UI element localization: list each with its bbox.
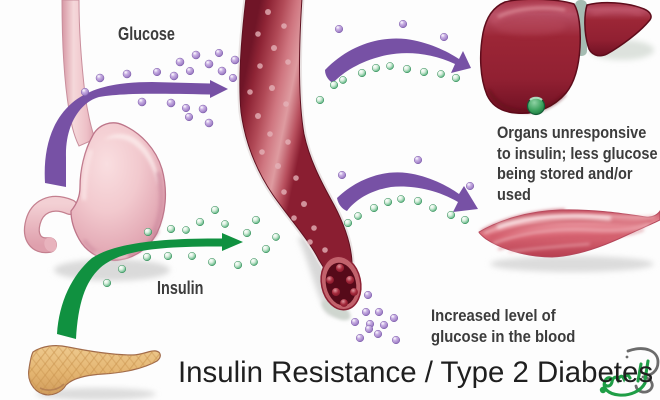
blood-note: Increased level of glucose in the blood: [431, 306, 575, 347]
watermark-logo: [599, 347, 660, 397]
organs-note-line: used: [497, 185, 531, 204]
red-blood-cells: [326, 263, 358, 307]
organs-note-line: being stored and/or: [497, 165, 633, 183]
stomach-illustration: [23, 0, 167, 261]
muscle-illustration: [478, 208, 660, 258]
glucose-label: Glucose: [118, 23, 175, 44]
organs-note-line: to insulin; less glucose: [497, 144, 658, 163]
liver-right-lobe: [584, 1, 652, 57]
glucose-to-liver-arrow: [325, 38, 471, 83]
organs-note: Organs unresponsive to insulin; less glu…: [497, 123, 658, 205]
insulin-arrow: [57, 233, 243, 339]
glucose-molecule-dots: [80, 19, 475, 345]
stomach-highlight: [104, 133, 159, 186]
stomach-body: [70, 122, 167, 261]
blood-note-line: Increased level of: [431, 307, 556, 325]
gallbladder: [526, 96, 546, 116]
blood-vessel-illustration: [237, 0, 362, 311]
vessel-inner-dots: [247, 9, 328, 253]
vessel-opening: [320, 255, 362, 311]
glucose-arrow: [44, 80, 228, 187]
insulin-molecule-dots: [102, 62, 470, 288]
liver-illustration: [479, 0, 652, 116]
organs-note-line: Organs unresponsive: [497, 124, 647, 142]
pancreas-illustration: [28, 345, 161, 396]
glucose-to-muscle-arrow: [337, 172, 478, 212]
insulin-label: Insulin: [157, 277, 204, 298]
blood-note-line: glucose in the blood: [431, 327, 576, 346]
diagram-title: Insulin Resistance / Type 2 Diabetes: [178, 356, 654, 389]
